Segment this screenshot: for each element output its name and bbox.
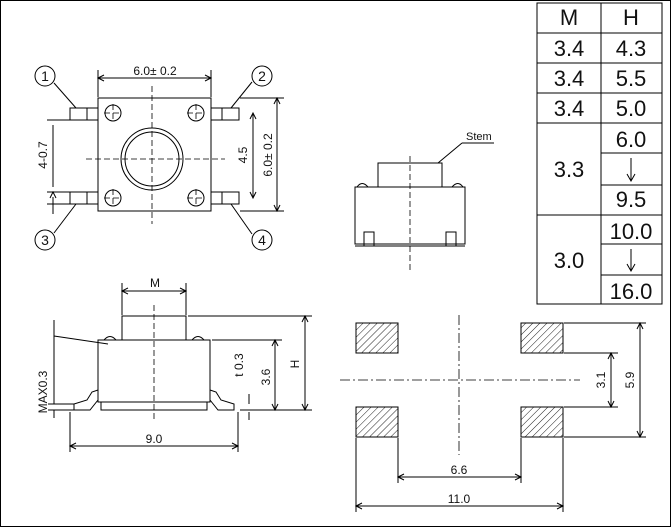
top-width-dim: 6.0± 0.2 xyxy=(133,64,177,78)
front-h-label: H xyxy=(288,360,302,369)
front-view xyxy=(48,283,312,452)
footprint-v-inner-dim: 3.1 xyxy=(594,371,608,388)
stem-label: Stem xyxy=(466,131,492,143)
dimension-table xyxy=(536,2,663,305)
footprint-view xyxy=(340,315,646,512)
footprint-v-outer-dim: 5.9 xyxy=(623,371,637,388)
table-cell-m: 3.4 xyxy=(554,66,585,91)
table-cell-h: 10.0 xyxy=(610,219,653,244)
front-thickness: t 0.3 xyxy=(232,353,246,377)
top-view xyxy=(34,65,284,251)
table-cell-h: 9.5 xyxy=(616,187,647,212)
pin-label-3: 3 xyxy=(41,232,49,248)
front-base-height: 3.6 xyxy=(259,368,273,385)
table-cell-h: 6.0 xyxy=(616,127,647,152)
top-height-dim: 6.0± 0.2 xyxy=(261,133,275,177)
table-header-h: H xyxy=(623,5,639,30)
top-lead-dim: 4-0.7 xyxy=(36,141,50,169)
table-cell-h: 16.0 xyxy=(610,279,653,304)
pin-label-2: 2 xyxy=(258,68,266,84)
table-cell-m: 3.0 xyxy=(554,248,585,273)
top-pitch-dim: 4.5 xyxy=(236,146,250,163)
front-width-dim: 9.0 xyxy=(146,432,163,446)
table-cell-h: 5.0 xyxy=(616,96,647,121)
table-cell-h: 5.5 xyxy=(616,66,647,91)
pin-label-1: 1 xyxy=(41,68,49,84)
front-max-dim: MAX0.3 xyxy=(36,370,50,413)
side-view xyxy=(354,142,494,270)
table-cell-h: 4.3 xyxy=(616,36,647,61)
table-cell-m: 3.4 xyxy=(554,96,585,121)
pin-label-4: 4 xyxy=(258,232,266,248)
front-m-label: M xyxy=(150,276,160,290)
table-cell-m: 3.4 xyxy=(554,36,585,61)
footprint-outer-dim: 11.0 xyxy=(448,492,471,506)
table-header-m: M xyxy=(560,5,578,30)
footprint-inner-dim: 6.6 xyxy=(451,463,468,477)
table-cell-m: 3.3 xyxy=(554,157,585,182)
